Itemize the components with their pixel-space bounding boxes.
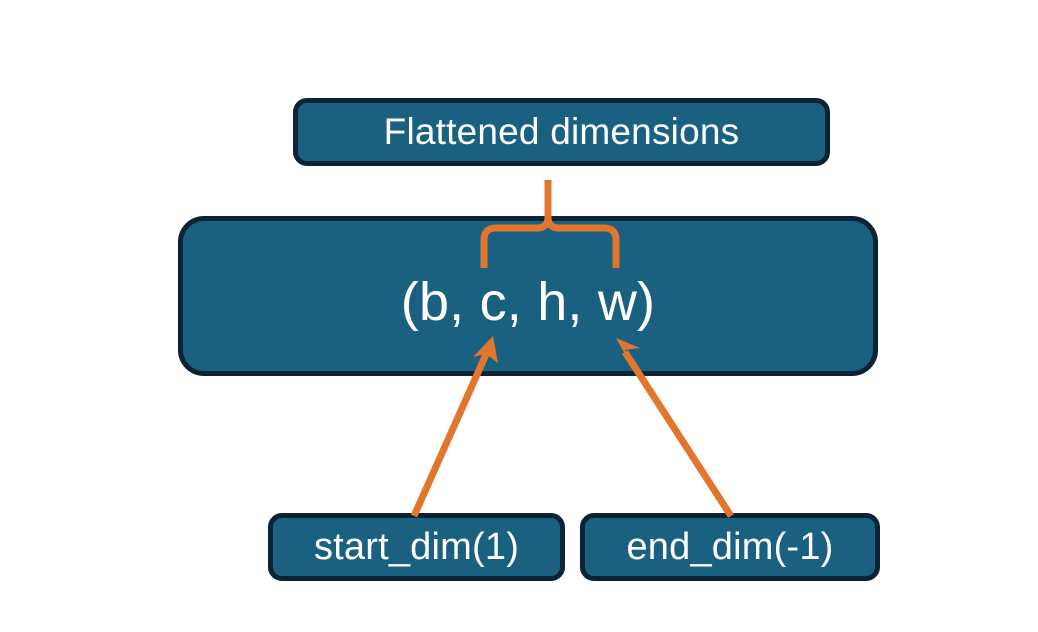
node-shape-tuple[interactable]: (b, c, h, w) xyxy=(178,216,878,376)
node-start-dim-label: start_dim(1) xyxy=(313,525,520,568)
node-end-dim-label: end_dim(-1) xyxy=(626,525,834,568)
node-start-dim[interactable]: start_dim(1) xyxy=(268,513,565,581)
node-flattened-dimensions-label: Flattened dimensions xyxy=(383,111,740,152)
node-shape-tuple-label: (b, c, h, w) xyxy=(400,272,656,332)
node-flattened-dimensions[interactable]: Flattened dimensions xyxy=(293,98,830,166)
node-end-dim[interactable]: end_dim(-1) xyxy=(580,513,880,581)
